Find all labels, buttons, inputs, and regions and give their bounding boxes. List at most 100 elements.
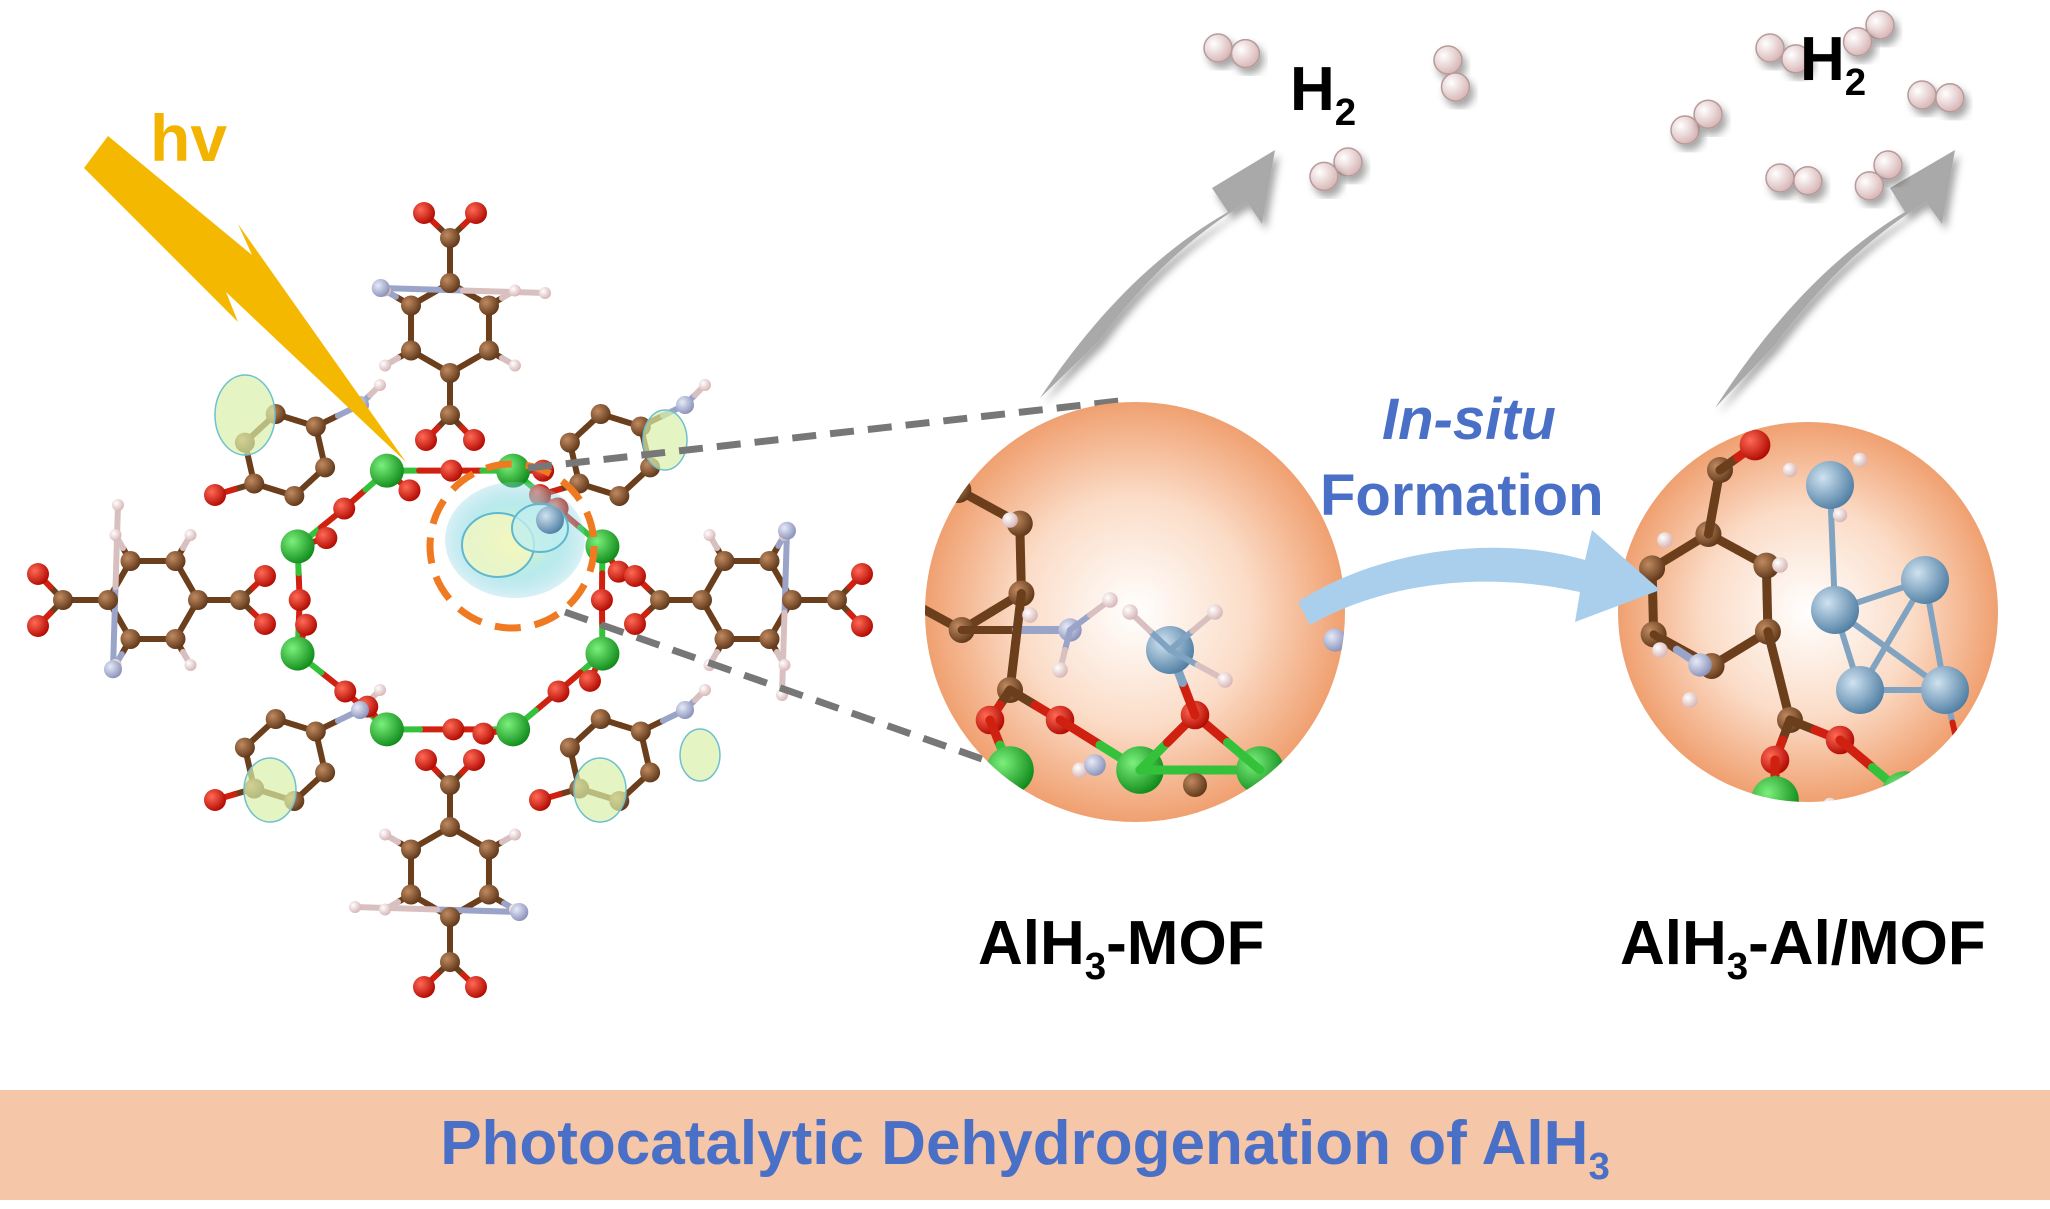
bond: [116, 505, 119, 587]
oxygen-atom: [295, 614, 317, 636]
carbon-atom: [121, 629, 141, 649]
hydrogen-atom: [112, 499, 124, 511]
charge-density-center: [445, 482, 585, 598]
metal-node-atom: [496, 712, 530, 746]
hydrogen-atom: [1652, 642, 1668, 658]
carbon-atom: [440, 363, 460, 383]
carbon-atom: [235, 738, 255, 758]
h2-label-right: H2: [1800, 24, 1866, 95]
hydrogen-atom: [1231, 40, 1259, 68]
hydrogen-atom: [1694, 100, 1722, 128]
title-banner: Photocatalytic Dehydrogenation of AlH3: [0, 1090, 2050, 1200]
hydrogen-atom: [1310, 162, 1338, 190]
carbon-atom: [560, 738, 580, 758]
hydrogen-atom: [1657, 532, 1673, 548]
h2-label-left: H2: [1290, 54, 1356, 125]
hydrogen-atom: [1434, 46, 1462, 74]
carbon-atom: [166, 551, 186, 571]
carbon-atom: [401, 341, 421, 361]
metal-node-atom: [1751, 776, 1799, 824]
carbon-atom: [479, 840, 499, 860]
oxygen-atom: [204, 789, 226, 811]
hydrogen-atom: [509, 285, 521, 297]
hydrogen-atom: [1682, 692, 1698, 708]
carbon-atom: [121, 551, 141, 571]
oxygen-atom: [465, 976, 487, 998]
oxygen-atom: [27, 563, 49, 585]
carbon-atom: [306, 416, 326, 436]
oxygen-atom: [529, 789, 551, 811]
oxygen-atom: [415, 749, 437, 771]
oxygen-atom: [254, 565, 276, 587]
oxygen-atom: [442, 718, 464, 740]
aluminum-atom: [1806, 461, 1854, 509]
metal-node-atom: [370, 712, 404, 746]
carbon-atom: [440, 273, 460, 293]
banner-title: Photocatalytic Dehydrogenation of AlH3: [440, 1108, 1610, 1179]
carbon-atom: [609, 486, 629, 506]
nitrogen-atom: [510, 903, 528, 921]
bond: [355, 907, 437, 910]
carbon-atom: [315, 457, 335, 477]
hydrogen-atom: [1441, 73, 1469, 101]
hydrogen-atom: [699, 684, 711, 696]
hydrogen-atom: [374, 379, 386, 391]
bond: [1708, 502, 1714, 534]
carbon-atom: [284, 486, 304, 506]
carbon-atom: [760, 629, 780, 649]
oxygen-atom: [440, 460, 462, 482]
carbon-atom: [440, 817, 460, 837]
hydrogen-atom: [1772, 557, 1788, 573]
carbon-atom: [479, 341, 499, 361]
hydrogen-atom: [1853, 453, 1867, 467]
oxygen-atom: [463, 749, 485, 771]
product-label-alh3-al-mof: AlH3-Al/MOF: [1620, 908, 1986, 979]
hydrogen-atom: [1204, 34, 1232, 62]
hydrogen-atom: [185, 529, 197, 541]
oxygen-atom: [591, 589, 613, 611]
carbon-atom: [53, 590, 73, 610]
metal-node-atom: [986, 746, 1034, 794]
hydrogen-atom: [1855, 172, 1883, 200]
mof-bonds: [38, 213, 862, 987]
hydrogen-atom: [1756, 34, 1784, 62]
carbon-atom: [230, 590, 250, 610]
carbon-atom: [244, 474, 264, 494]
carbon-atom: [1183, 773, 1207, 797]
hydrogen-atom: [1122, 604, 1138, 620]
hydrogen-atom: [1936, 84, 1964, 112]
carbon-atom: [440, 405, 460, 425]
carbon-atom: [401, 840, 421, 860]
dehydrogenation-arrow-right: [1715, 150, 1955, 408]
carbon-atom: [266, 709, 286, 729]
carbon-atom: [650, 590, 670, 610]
bond: [928, 490, 958, 508]
carbon-atom: [945, 477, 971, 503]
nitrogen-atom: [372, 279, 390, 297]
carbon-atom: [560, 433, 580, 453]
hydrogen-atom: [1908, 81, 1936, 109]
hydrogen-atom: [1217, 672, 1233, 688]
hydrogen-atom: [509, 360, 521, 372]
hydrogen-atom: [185, 659, 197, 671]
nitrogen-atom: [1849, 797, 1871, 819]
nitrogen-atom: [676, 396, 694, 414]
hydrogen-atom: [379, 904, 391, 916]
hydrogen-atom: [1766, 164, 1794, 192]
hydrogen-atom: [1102, 592, 1118, 608]
hydrogen-atom: [699, 379, 711, 391]
bond: [1016, 594, 1022, 642]
nitrogen-atom: [351, 701, 369, 719]
hydrogen-atom: [1833, 508, 1847, 522]
metal-node-atom: [1881, 771, 1929, 819]
carbon-atom: [440, 952, 460, 972]
oxygen-atom: [398, 479, 420, 501]
nitrogen-atom: [778, 522, 796, 540]
carbon-atom: [886, 513, 912, 539]
oxygen-atom: [465, 202, 487, 224]
nitrogen-atom: [104, 660, 122, 678]
oxygen-atom: [579, 670, 601, 692]
carbon-atom: [440, 228, 460, 248]
in-situ-label: In-situ: [1382, 386, 1556, 453]
carbon-atom: [98, 590, 118, 610]
